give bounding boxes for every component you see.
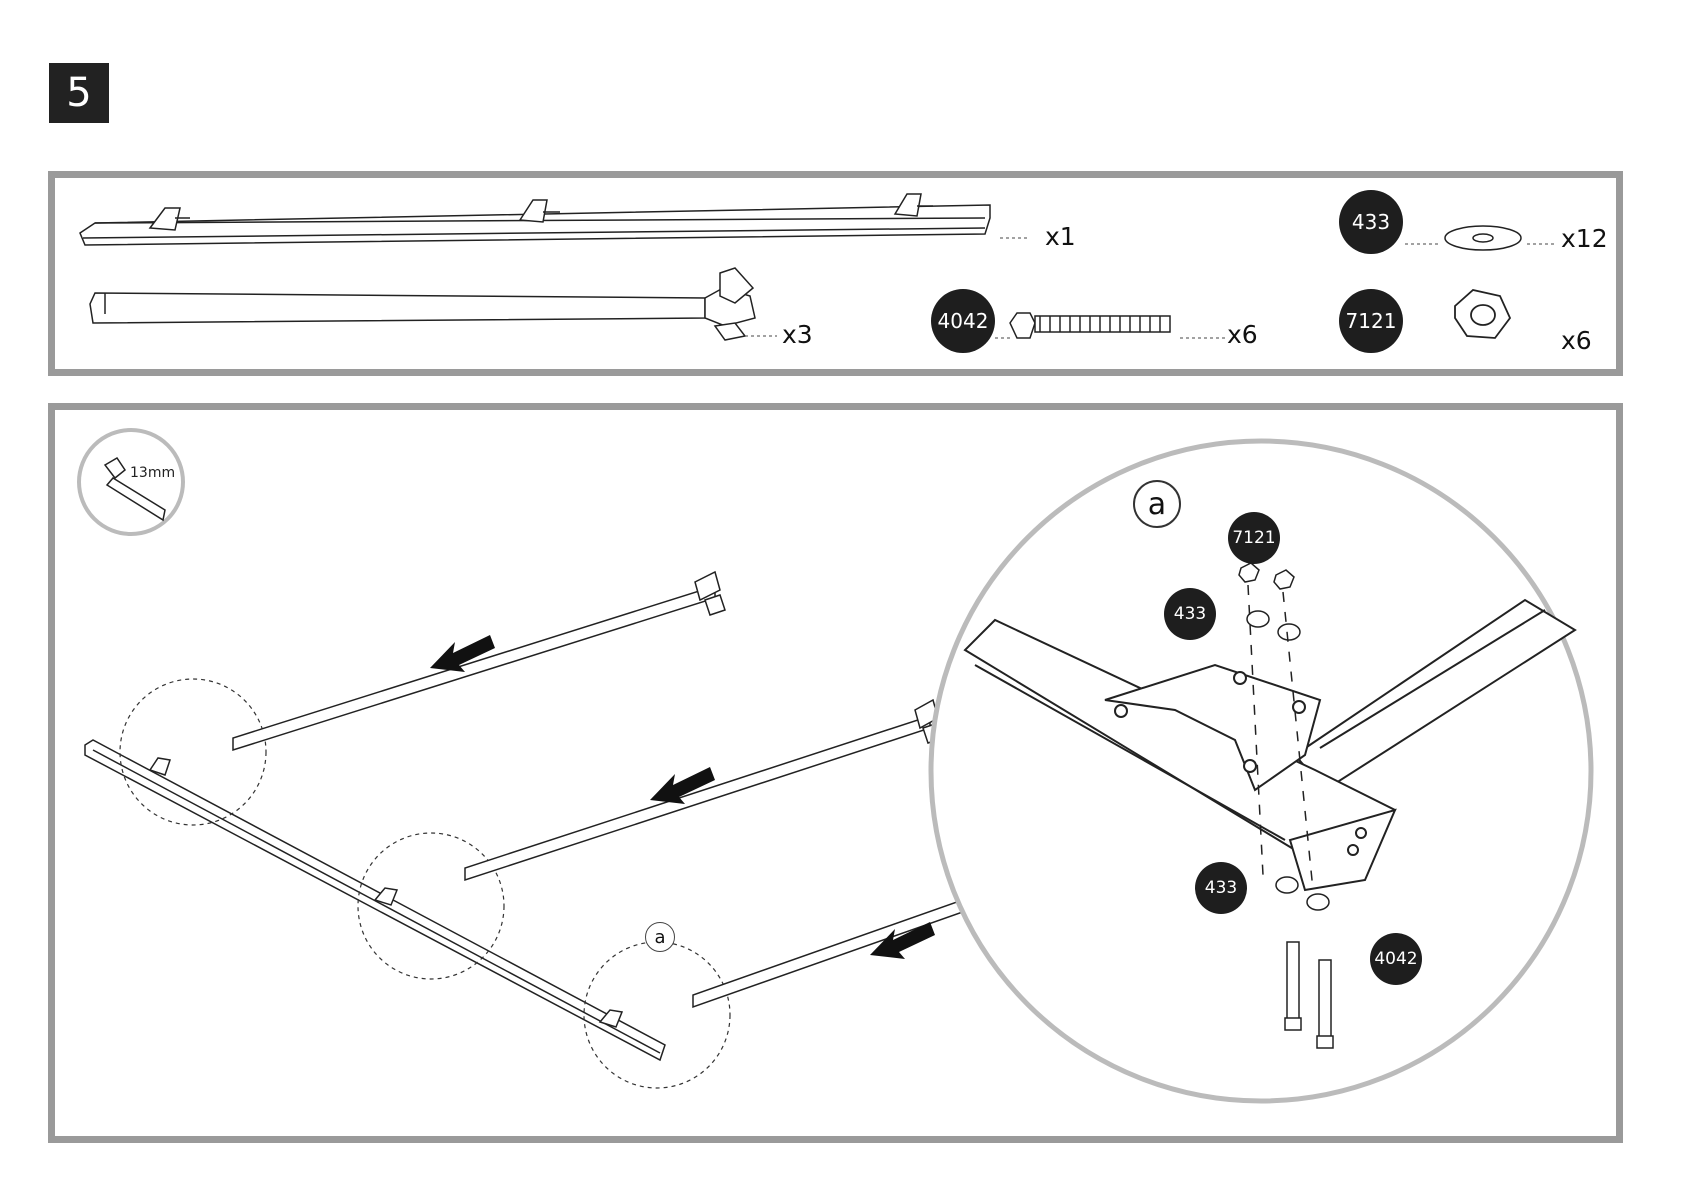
bolt-code-badge: 4042 — [931, 289, 995, 353]
nut-quantity: x6 — [1561, 326, 1592, 355]
bolt-quantity: x6 — [1227, 320, 1258, 349]
detail-nut-code-badge: 7121 — [1228, 512, 1280, 564]
beam-drawing-1 — [233, 572, 725, 750]
rail-part-drawing — [80, 194, 990, 245]
detail-bolt-code-badge: 4042 — [1370, 933, 1422, 985]
washer-quantity: x12 — [1561, 224, 1608, 253]
wrench-tool-icon — [79, 430, 183, 534]
step-number: 5 — [49, 63, 109, 123]
tool-size-label: 13mm — [130, 465, 175, 481]
beam-drawing-2 — [465, 700, 943, 880]
assembly-panel: 13mm a a 7121 433 433 4042 — [48, 403, 1623, 1143]
assembly-drawing — [55, 410, 1616, 1136]
washer-part-drawing — [1445, 226, 1521, 250]
beam-quantity: x3 — [782, 320, 813, 349]
main-rail-drawing — [85, 740, 665, 1060]
nut-part-drawing — [1455, 290, 1510, 338]
rail-quantity: x1 — [1045, 222, 1076, 251]
nut-code-badge: 7121 — [1339, 289, 1403, 353]
detail-bottom-washer-code-badge: 433 — [1195, 862, 1247, 914]
washer-code-badge: 433 — [1339, 190, 1403, 254]
callout-letter-a: a — [645, 922, 675, 952]
detail-letter-a: a — [1133, 480, 1181, 528]
parts-list-panel: x1 x3 4042 x6 433 x12 7121 x6 — [48, 171, 1623, 376]
detail-top-washer-code-badge: 433 — [1164, 588, 1216, 640]
bolt-part-drawing — [1010, 313, 1170, 338]
beam-part-drawing — [90, 268, 755, 340]
